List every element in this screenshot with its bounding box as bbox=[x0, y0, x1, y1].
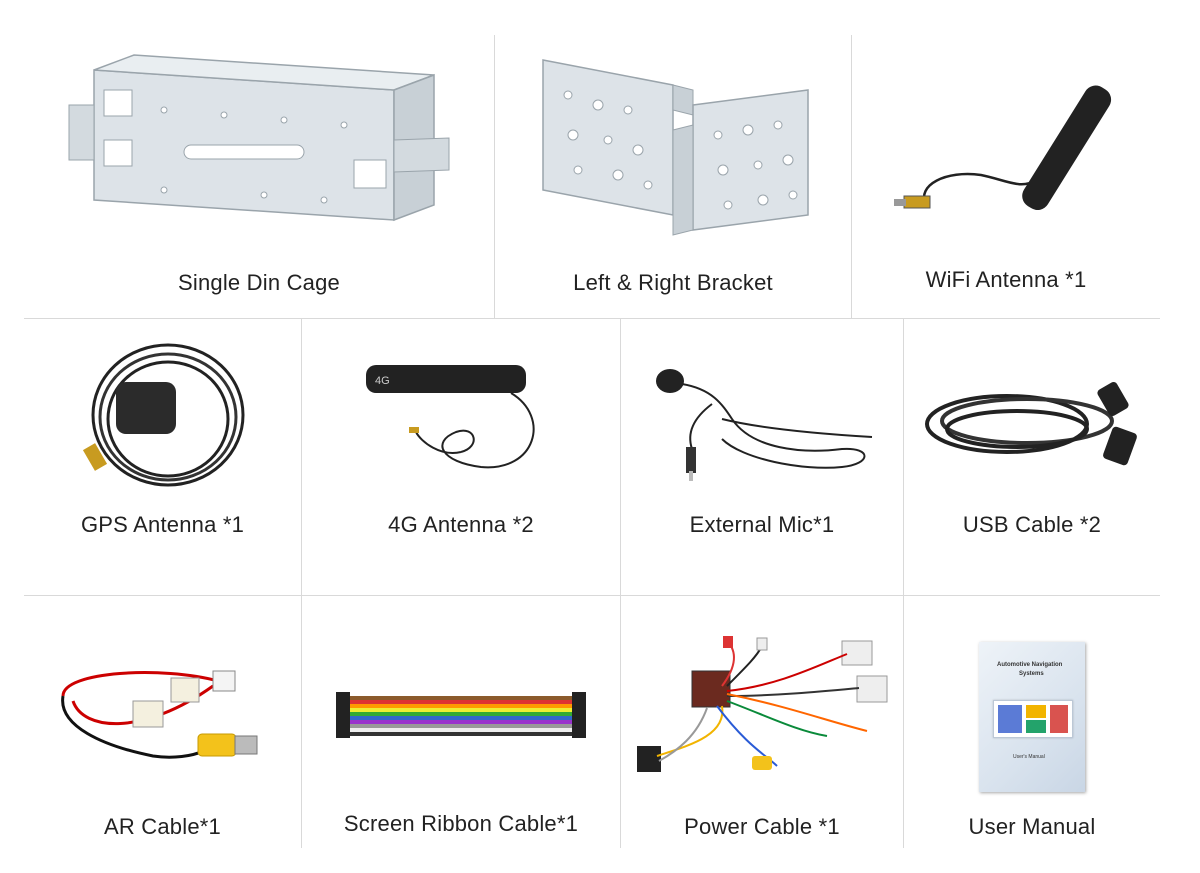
col-divider-r2-1 bbox=[301, 319, 302, 595]
manual-title-line-2: Systems bbox=[1019, 671, 1044, 677]
col-divider-r1-2 bbox=[851, 35, 852, 318]
item-label: Power Cable *1 bbox=[684, 814, 840, 839]
item-user-manual: Automotive Navigation Systems User's Man… bbox=[904, 596, 1160, 848]
item-label: External Mic*1 bbox=[689, 512, 835, 537]
item-label: Screen Ribbon Cable*1 bbox=[343, 811, 579, 836]
item-external-mic: External Mic*1 bbox=[621, 319, 903, 595]
col-divider-r2-2 bbox=[620, 319, 621, 595]
4g-antenna-image: 4G bbox=[366, 364, 535, 468]
col-divider-r1-1 bbox=[494, 35, 495, 318]
ar-tag-1 bbox=[132, 700, 163, 728]
item-single-din-cage: Single Din Cage bbox=[24, 35, 494, 318]
item-label: GPS Antenna *1 bbox=[80, 512, 245, 537]
item-label: Left & Right Bracket bbox=[573, 270, 773, 295]
gps-antenna-image bbox=[82, 343, 244, 487]
item-label: 4G Antenna *2 bbox=[388, 512, 534, 537]
external-mic-image bbox=[656, 369, 873, 481]
col-divider-r3-2 bbox=[620, 596, 621, 848]
din-cage-image bbox=[68, 54, 450, 222]
item-label: WiFi Antenna *1 bbox=[925, 267, 1087, 292]
item-4g-antenna: 4G 4G Antenna *2 bbox=[302, 319, 620, 595]
ar-tag-2 bbox=[170, 677, 199, 703]
manual-screen-graphic bbox=[993, 700, 1073, 738]
power-cable-image bbox=[637, 636, 888, 772]
item-wifi-antenna: WiFi Antenna *1 bbox=[852, 35, 1160, 318]
wifi-antenna-image bbox=[894, 85, 1112, 211]
item-gps-antenna: GPS Antenna *1 bbox=[24, 319, 301, 595]
col-divider-r3-1 bbox=[301, 596, 302, 848]
item-usb-cable: USB Cable *2 bbox=[904, 319, 1160, 595]
item-screen-ribbon-cable: Screen Ribbon Cable*1 bbox=[302, 596, 620, 848]
item-left-right-bracket: Left & Right Bracket bbox=[495, 35, 851, 318]
col-divider-r3-3 bbox=[903, 596, 904, 848]
row-divider-2 bbox=[24, 595, 1160, 596]
item-power-cable: Power Cable *1 bbox=[621, 596, 903, 848]
antenna-4g-mark: 4G bbox=[375, 375, 390, 387]
manual-title-line-1: Automotive Navigation bbox=[997, 662, 1063, 668]
bracket-image bbox=[542, 59, 809, 236]
user-manual-image: Automotive Navigation Systems User's Man… bbox=[979, 642, 1085, 792]
item-label: Single Din Cage bbox=[178, 270, 340, 295]
item-label: User Manual bbox=[968, 814, 1096, 839]
item-ar-cable: AR Cable*1 bbox=[24, 596, 301, 848]
row-divider-1 bbox=[24, 318, 1160, 319]
ar-cable-image bbox=[60, 670, 257, 759]
item-label: USB Cable *2 bbox=[962, 512, 1102, 537]
col-divider-r2-3 bbox=[903, 319, 904, 595]
item-label: AR Cable*1 bbox=[104, 814, 221, 839]
manual-subtitle: User's Manual bbox=[1013, 754, 1045, 760]
usb-cable-image bbox=[925, 381, 1137, 466]
ribbon-cable-image bbox=[336, 692, 586, 738]
